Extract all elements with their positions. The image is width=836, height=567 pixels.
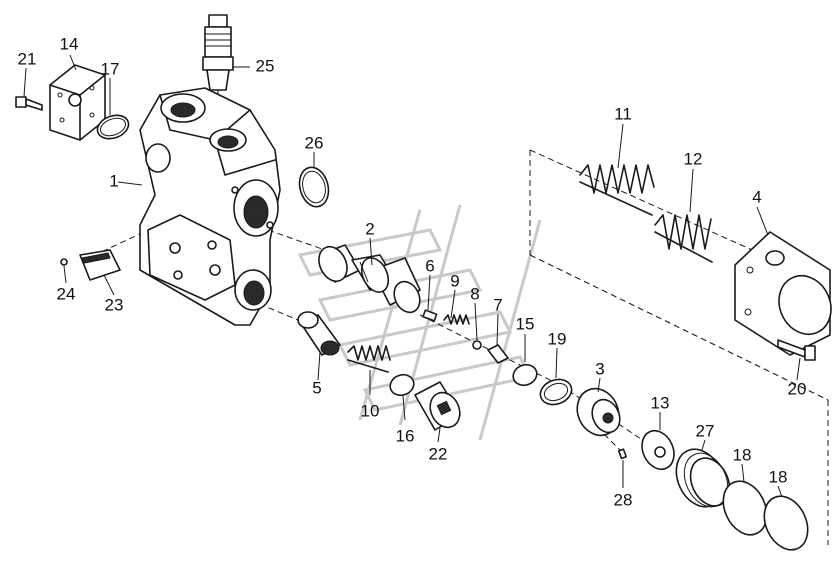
label-part-18-b: 18 [769,467,788,486]
label-part-17: 17 [101,59,120,78]
part-13-washer [641,429,675,471]
label-part-25: 25 [256,56,275,75]
part-15-o-ring [512,363,538,387]
part-27-cap [675,448,731,508]
label-part-15: 15 [516,314,535,333]
label-part-5: 5 [312,378,321,397]
part-23-name-plate [79,249,121,281]
part-12-spring [654,214,713,263]
part-8-ball [472,340,482,350]
label-part-1: 1 [109,171,118,190]
label-part-23: 23 [105,295,124,314]
part-18-o-ring-a [722,480,768,536]
part-28-pin [617,448,627,460]
label-part-11: 11 [614,104,632,123]
part-21-bolt [15,96,43,111]
part-20-bolt [777,339,816,361]
part-5-piston [297,311,341,356]
part-26-o-ring [298,166,330,208]
label-part-26: 26 [305,133,324,152]
label-part-14: 14 [60,34,79,53]
part-9-small-spring [443,314,470,325]
part-22-plug [414,381,461,431]
label-part-2: 2 [365,219,374,238]
label-part-21: 21 [18,49,37,68]
label-part-12: 12 [684,149,703,168]
label-part-13: 13 [651,393,670,412]
part-1-valve-body [139,87,281,326]
label-part-3: 3 [595,359,604,378]
part-19-backup-ring [539,378,573,406]
part-6-pin [422,309,438,322]
part-24-screw [60,258,68,266]
label-part-18-a: 18 [733,445,752,464]
label-part-9: 9 [450,271,459,290]
label-part-8: 8 [470,284,479,303]
label-part-28: 28 [614,490,633,509]
label-part-19: 19 [548,329,567,348]
part-17-o-ring [96,114,130,140]
label-part-4: 4 [752,187,761,206]
label-part-24: 24 [57,284,76,303]
label-part-16: 16 [396,426,415,445]
label-part-27: 27 [696,421,715,440]
label-part-20: 20 [788,379,807,398]
label-part-7: 7 [493,295,502,314]
part-11-spring [579,164,655,216]
part-2-spool [318,244,421,314]
part-18-o-ring-b [763,495,809,551]
leader-lines [23,54,801,498]
part-4-end-cover [734,231,832,356]
part-25-relief-cartridge [202,14,234,115]
part-3-retainer [576,387,621,437]
label-part-22: 22 [429,444,448,463]
label-part-6: 6 [425,256,434,275]
label-part-10: 10 [361,401,380,420]
part-16-o-ring [389,373,415,397]
part-10-spring [347,345,391,373]
part-7-poppet [487,344,509,364]
part-14-cover-plate [49,64,106,141]
part-labels: 21 14 17 1 25 26 2 6 9 8 7 15 19 3 5 10 … [18,34,807,509]
